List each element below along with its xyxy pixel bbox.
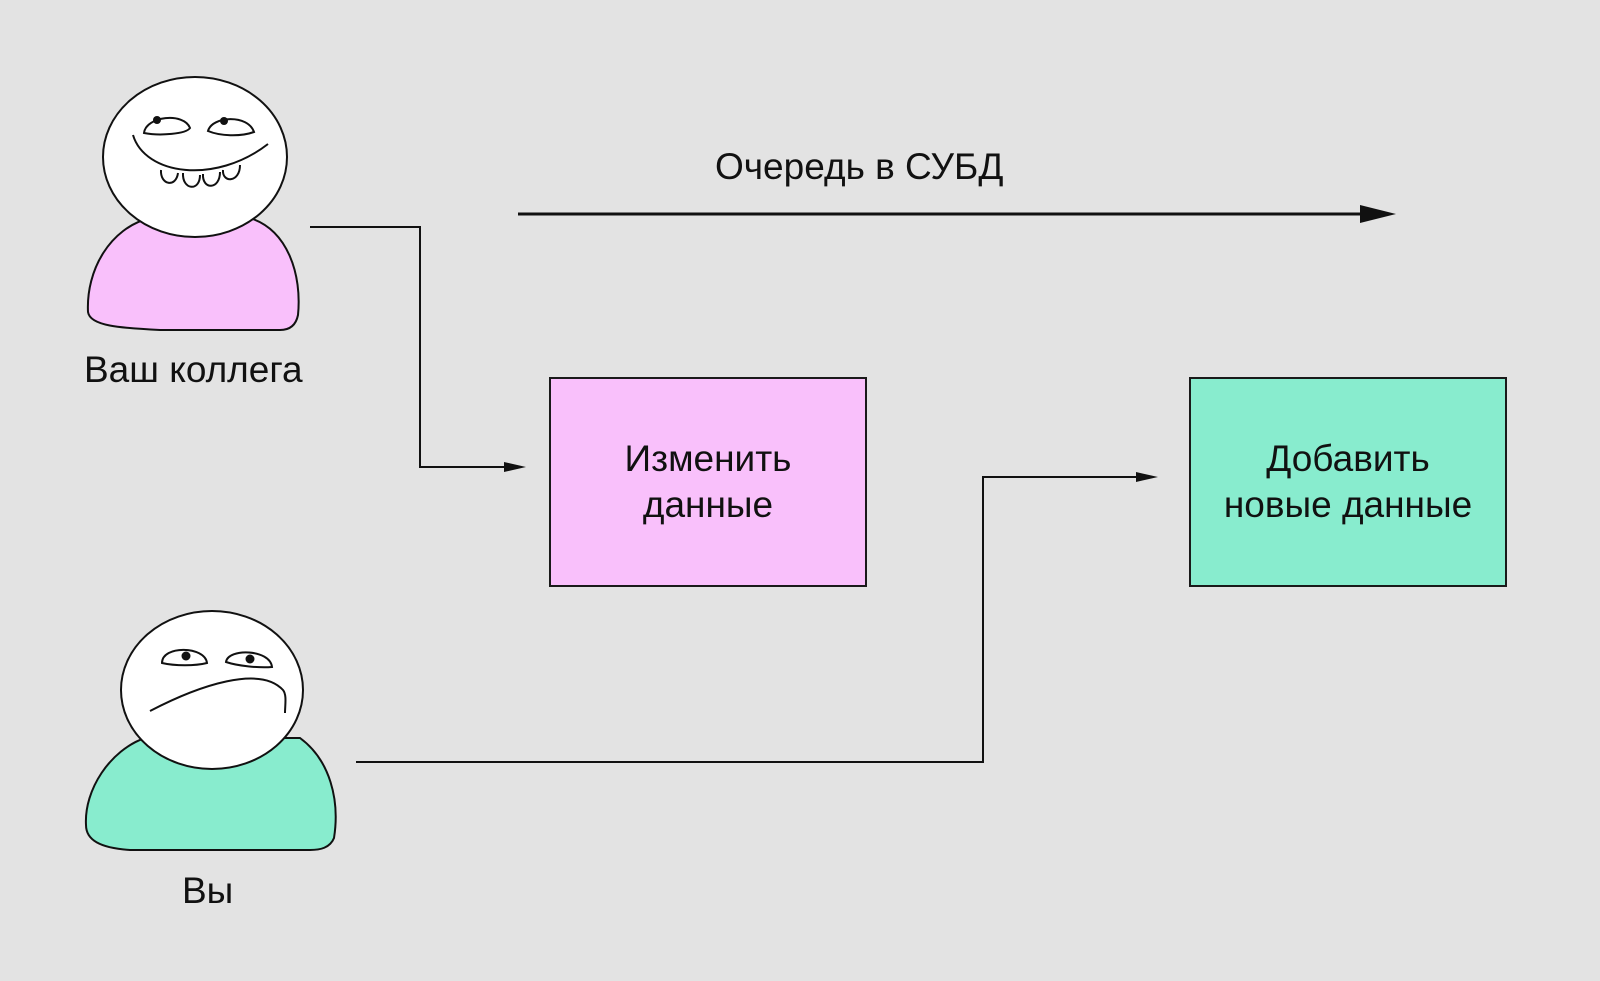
modify-data-box: Изменить данные xyxy=(549,377,867,587)
queue-label: Очередь в СУБД xyxy=(715,146,1004,187)
you-avatar xyxy=(84,610,337,851)
add-data-line2: новые данные xyxy=(1223,484,1473,525)
modify-data-line1: Изменить xyxy=(624,438,792,479)
you-eyes-icon xyxy=(160,648,274,669)
you-name: Вы xyxy=(182,870,234,911)
colleague-avatar xyxy=(86,76,300,331)
you-head xyxy=(120,610,304,770)
you-shirt xyxy=(84,737,337,851)
colleague-eyes-icon xyxy=(142,116,256,137)
add-data-box: Добавить новые данные xyxy=(1189,377,1507,587)
colleague-grin-icon xyxy=(132,134,269,188)
colleague-shirt xyxy=(86,217,300,331)
you-connector-arrow xyxy=(356,472,1158,763)
modify-data-line2: данные xyxy=(642,484,774,525)
colleague-head xyxy=(102,76,288,238)
colleague-name: Ваш коллега xyxy=(84,349,303,390)
queue-arrow xyxy=(518,205,1396,223)
add-data-line1: Добавить xyxy=(1266,438,1430,479)
you-frown-icon xyxy=(149,677,287,714)
colleague-connector-arrow xyxy=(310,226,526,472)
